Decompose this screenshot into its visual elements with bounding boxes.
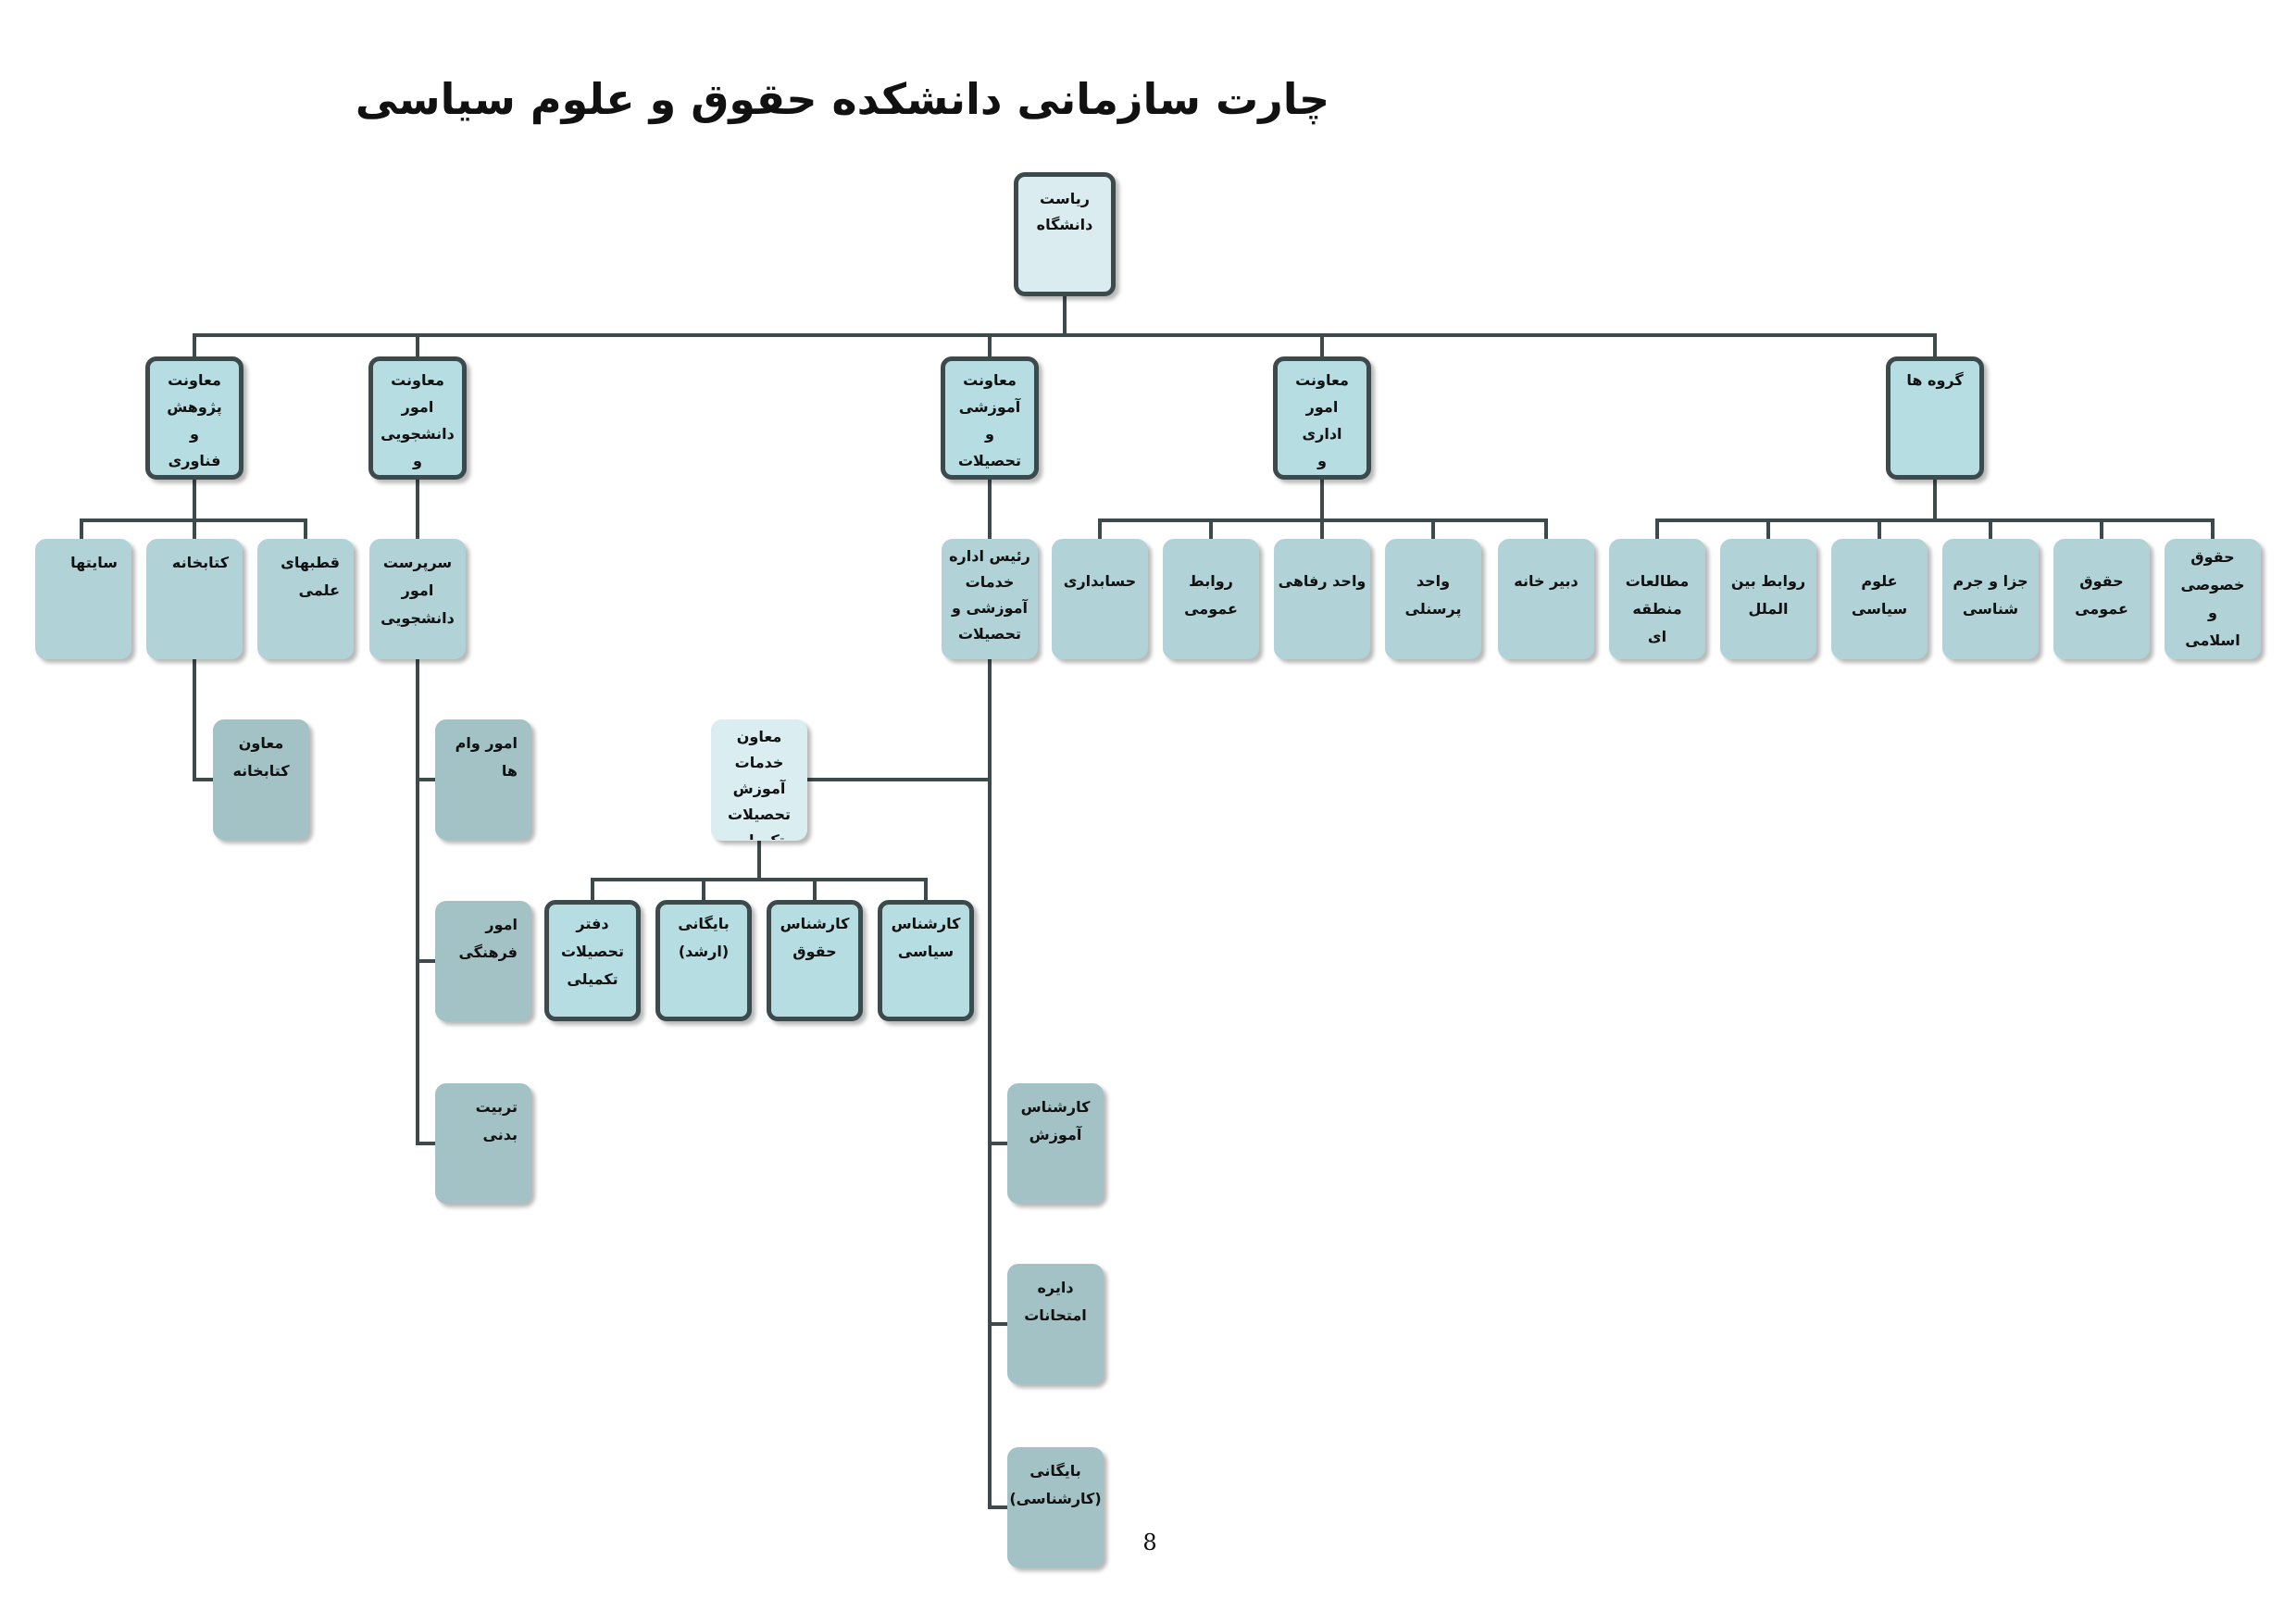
node-exams-office: دایره امتحانات [1007, 1264, 1104, 1384]
node-education-deputy: معاونت آموزشی و تحصیلات [941, 356, 1039, 480]
node-label: سایتها [70, 554, 118, 571]
node-student-deputy: معاونت امور دانشجویی و فرهنگی [368, 356, 467, 480]
node-label: حقوق عمومی [2075, 572, 2128, 618]
node-label: سرپرست امور دانشجویی [381, 554, 455, 627]
node-politics-expert: کارشناس سیاسی [878, 900, 974, 1021]
node-international-relations: روابط بین الملل [1720, 539, 1816, 659]
chart-title: چارت سازمانی دانشکده حقوق و علوم سیاسی [355, 74, 1330, 124]
node-welfare-unit: واحد رفاهی [1274, 539, 1370, 659]
node-graduate-office: دفتر تحصیلات تکمیلی [544, 900, 641, 1021]
page-number: 8 [1142, 1530, 1157, 1555]
node-public-relations: روابط عمومی [1163, 539, 1259, 659]
node-student-affairs-supervisor: سرپرست امور دانشجویی [369, 539, 466, 659]
node-education-services-head: رئیس اداره خدمات آموزشی و تحصیلات [942, 539, 1038, 659]
node-label: دفتر تحصیلات تکمیلی [560, 915, 625, 988]
node-graduate-services-deputy: معاون خدمات آموزش تحصیلات تکمیلی [711, 719, 807, 841]
node-label: دایره امتحانات [1024, 1279, 1087, 1324]
node-label: گروه ها [1906, 371, 1964, 389]
node-label: کارشناس حقوق [780, 915, 850, 960]
node-label: معاون کتابخانه [232, 734, 290, 780]
node-archive-bachelor: بایگانی (کارشناسی) [1007, 1447, 1104, 1568]
node-label: تربیت بدنی [475, 1098, 518, 1143]
node-label: امور فرهنگی [458, 916, 518, 961]
node-label: واحد پرسنلی [1404, 572, 1462, 618]
node-label: معاونت امور اداری و مالی [1295, 371, 1349, 469]
node-admin-deputy: معاونت امور اداری و مالی [1273, 356, 1371, 480]
node-archive-masters: بایگانی (ارشد) [655, 900, 752, 1021]
node-label: امور وام ها [455, 734, 518, 780]
node-label: رئیس اداره خدمات آموزشی و تحصیلات [949, 547, 1030, 643]
node-label: مطالعات منطقه ای [1625, 572, 1690, 645]
node-label: کتابخانه [171, 554, 229, 571]
node-law-expert: کارشناس حقوق [767, 900, 863, 1021]
node-personnel-unit: واحد پرسنلی [1385, 539, 1481, 659]
node-criminal-law: جزا و جرم شناسی [1942, 539, 2039, 659]
node-label: بایگانی (ارشد) [678, 915, 730, 960]
node-label: معاونت امور دانشجویی و فرهنگی [381, 371, 455, 469]
node-library: کتابخانه [146, 539, 243, 659]
node-presidency: ریاست دانشگاه [1014, 172, 1116, 296]
node-label: علوم سیاسی [1851, 572, 1908, 618]
node-label: قطبهای علمی [281, 554, 340, 599]
node-accounting: حسابداری [1052, 539, 1148, 659]
node-label: حقوق خصوصی و اسلامی [2180, 548, 2245, 649]
node-label: بایگانی (کارشناسی) [1009, 1462, 1102, 1507]
node-political-science: علوم سیاسی [1831, 539, 1928, 659]
node-label: معاون خدمات آموزش تحصیلات تکمیلی [727, 728, 792, 841]
node-loans-affairs: امور وام ها [435, 719, 531, 840]
node-public-law: حقوق عمومی [2053, 539, 2150, 659]
node-sites: سایتها [35, 539, 131, 659]
node-scientific-poles: قطبهای علمی [257, 539, 354, 659]
node-label: کارشناس آموزش [1020, 1098, 1091, 1143]
node-private-islamic-law: حقوق خصوصی و اسلامی [2165, 539, 2261, 659]
node-label: روابط بین الملل [1730, 572, 1806, 618]
node-label: روابط عمومی [1184, 572, 1238, 618]
node-physical-education: تربیت بدنی [435, 1083, 531, 1204]
node-cultural-affairs: امور فرهنگی [435, 901, 531, 1021]
node-label: معاونت آموزشی و تحصیلات [957, 371, 1022, 469]
node-label: جزا و جرم شناسی [1953, 572, 2028, 618]
node-label: معاونت پژوهش و فناوری [167, 371, 222, 469]
node-library-deputy: معاون کتابخانه [213, 719, 309, 840]
node-regional-studies: مطالعات منطقه ای [1609, 539, 1705, 659]
node-research-deputy: معاونت پژوهش و فناوری [145, 356, 243, 480]
node-secretariat: دبیر خانه [1498, 539, 1594, 659]
node-departments: گروه ها [1886, 356, 1984, 480]
node-label: واحد رفاهی [1278, 572, 1366, 590]
node-label: حسابداری [1063, 572, 1137, 590]
node-label: ریاست دانشگاه [1036, 190, 1093, 233]
node-education-expert: کارشناس آموزش [1007, 1083, 1104, 1204]
node-label: کارشناس سیاسی [891, 915, 961, 960]
node-label: دبیر خانه [1514, 572, 1578, 590]
